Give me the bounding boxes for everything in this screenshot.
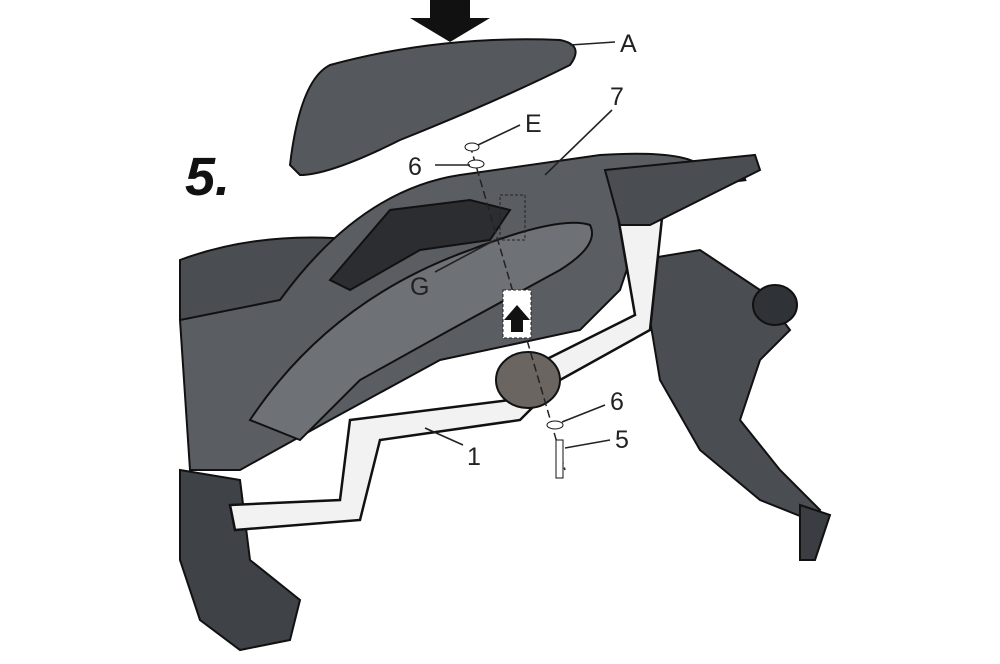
nut-E — [464, 142, 480, 152]
rear-light — [752, 284, 798, 326]
callout-A: A — [620, 30, 637, 58]
pillion-seat-A — [288, 38, 577, 177]
callout-6-bottom: 6 — [610, 388, 624, 416]
callout-E: E — [525, 110, 542, 138]
turn-signal — [495, 351, 561, 409]
callout-5: 5 — [615, 426, 629, 454]
bolt-5 — [555, 439, 564, 479]
lower-frame — [179, 468, 302, 652]
callout-6-top: 6 — [408, 153, 422, 181]
rear-fender — [638, 248, 822, 522]
down-arrow-icon — [410, 0, 490, 42]
callout-7: 7 — [610, 83, 624, 111]
mount-bracket-G — [499, 194, 526, 241]
washer-6-bottom — [546, 420, 564, 430]
washer-6-top — [467, 159, 485, 169]
step-number: 5. — [185, 147, 230, 207]
license-plate-bracket — [799, 503, 832, 561]
side-panel — [248, 221, 593, 442]
callout-1: 1 — [467, 443, 481, 471]
callout-G: G — [410, 273, 429, 301]
top-plate — [603, 153, 762, 226]
up-arrow-icon — [504, 305, 530, 332]
